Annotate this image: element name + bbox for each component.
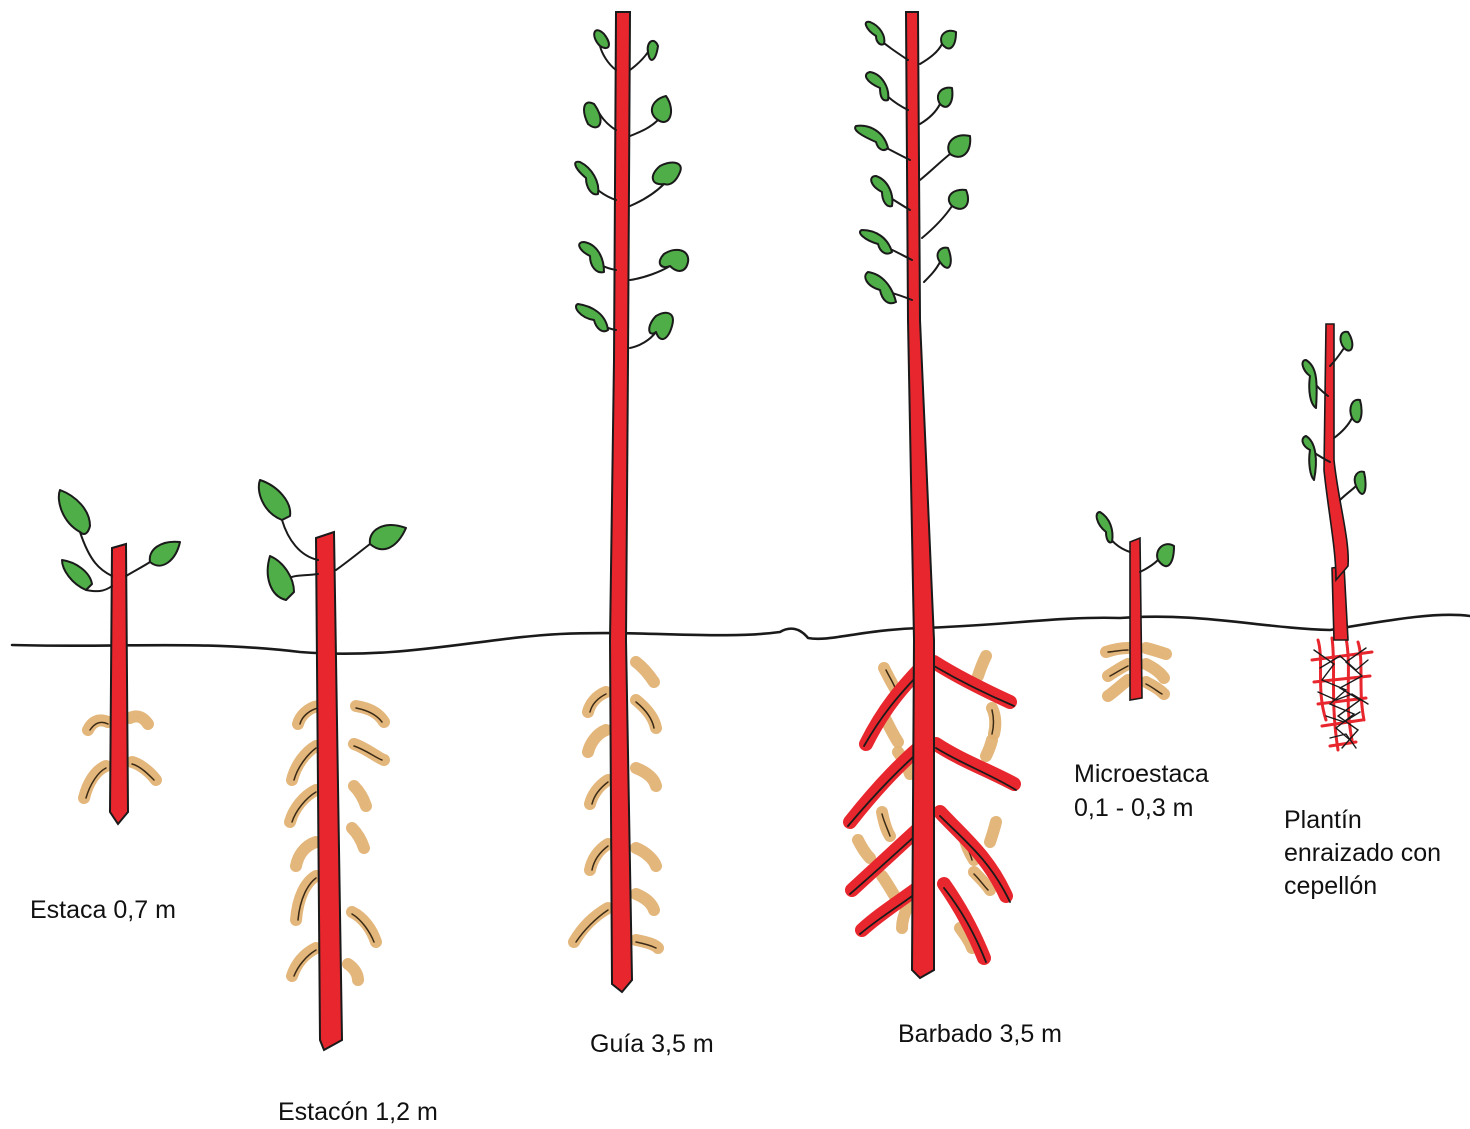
guia-stem [610,12,632,992]
microestaca-plant [1097,512,1174,700]
leaf-icon [1097,512,1113,542]
plantin-stem [1332,566,1348,640]
leaf-icon [370,525,406,549]
leaf-icon [653,163,681,185]
leaf-icon [866,22,885,45]
label-barbado: Barbado 3,5 m [898,1018,1062,1051]
leaf-icon [259,480,290,520]
leaf-icon [59,490,90,534]
leaf-icon [941,31,956,49]
ground-line [12,615,1470,654]
leaf-icon [948,135,970,157]
leaf-icon [150,542,180,566]
leaf-icon [1355,472,1366,494]
leaf-icon [855,126,888,150]
leaf-icon [866,72,888,100]
leaf-icon [268,556,294,600]
leaf-icon [865,272,896,303]
leaf-icon [938,88,952,107]
estacon-stem [316,532,342,1050]
guia-plant [574,12,688,992]
leaf-icon [1350,400,1361,422]
plantin-root-ball [1312,638,1372,750]
leaf-icon [648,41,658,60]
label-microestaca-size: 0,1 - 0,3 m [1074,792,1194,825]
barbado-plant [848,12,1016,978]
plantin-upper-stem [1324,324,1348,580]
leaf-icon [1341,332,1353,351]
label-plantin-line3: cepellón [1284,870,1377,903]
label-estaca: Estaca 0,7 m [30,894,176,927]
leaf-icon [652,96,671,122]
leaf-icon [584,103,600,128]
label-estacon: Estacón 1,2 m [278,1096,438,1129]
label-plantin-line1: Plantín [1284,804,1362,837]
leaf-icon [1303,436,1316,480]
plantin-plant [1303,324,1372,750]
label-plantin-line2: enraizado con [1284,837,1441,870]
leaf-icon [575,162,598,195]
estacon-plant [259,480,406,1050]
leaf-icon [949,190,968,209]
leaf-icon [62,560,92,590]
leaf-icon [576,304,608,331]
label-guia: Guía 3,5 m [590,1028,714,1061]
leaf-icon [871,176,892,206]
microestaca-stem [1130,538,1142,700]
leaf-icon [579,242,604,272]
leaf-icon [594,30,609,48]
estaca-plant [59,490,180,824]
leaf-icon [860,230,892,254]
label-microestaca-title: Microestaca [1074,758,1209,791]
leaf-icon [1157,544,1174,566]
leaf-icon [660,250,688,271]
leaf-icon [1303,360,1317,408]
